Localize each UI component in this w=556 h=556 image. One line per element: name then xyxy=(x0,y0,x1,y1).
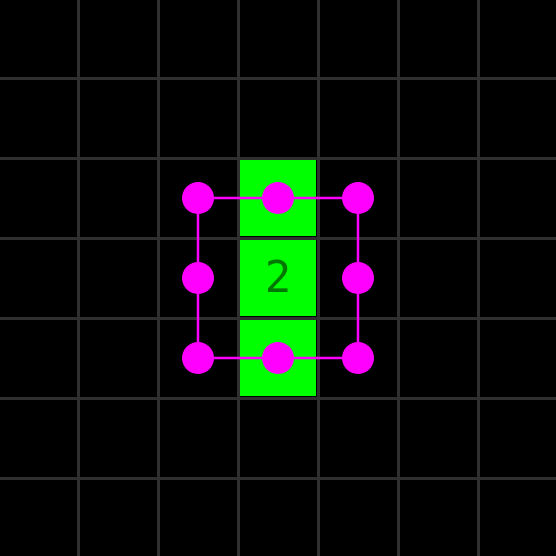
grid-line-vertical xyxy=(477,0,480,556)
handle-top-right-resize-handle-icon[interactable] xyxy=(342,182,374,214)
grid-line-vertical xyxy=(157,0,160,556)
filled-cell[interactable]: 2 xyxy=(240,240,316,316)
grid-line-horizontal xyxy=(0,157,556,160)
cell-number: 2 xyxy=(264,252,292,303)
selection-handles xyxy=(182,182,374,374)
handle-top-mid-resize-handle-icon[interactable] xyxy=(262,182,294,214)
grid-line-vertical xyxy=(397,0,400,556)
handle-bottom-left-resize-handle-icon[interactable] xyxy=(182,342,214,374)
grid-line-horizontal xyxy=(0,397,556,400)
handle-top-left-resize-handle-icon[interactable] xyxy=(182,182,214,214)
grid-line-horizontal xyxy=(0,77,556,80)
handle-bottom-right-resize-handle-icon[interactable] xyxy=(342,342,374,374)
handle-mid-right-resize-handle-icon[interactable] xyxy=(342,262,374,294)
handle-mid-left-resize-handle-icon[interactable] xyxy=(182,262,214,294)
grid-line-vertical xyxy=(77,0,80,556)
grid-line-horizontal xyxy=(0,477,556,480)
handle-bottom-mid-resize-handle-icon[interactable] xyxy=(262,342,294,374)
grid-line-vertical xyxy=(317,0,320,556)
